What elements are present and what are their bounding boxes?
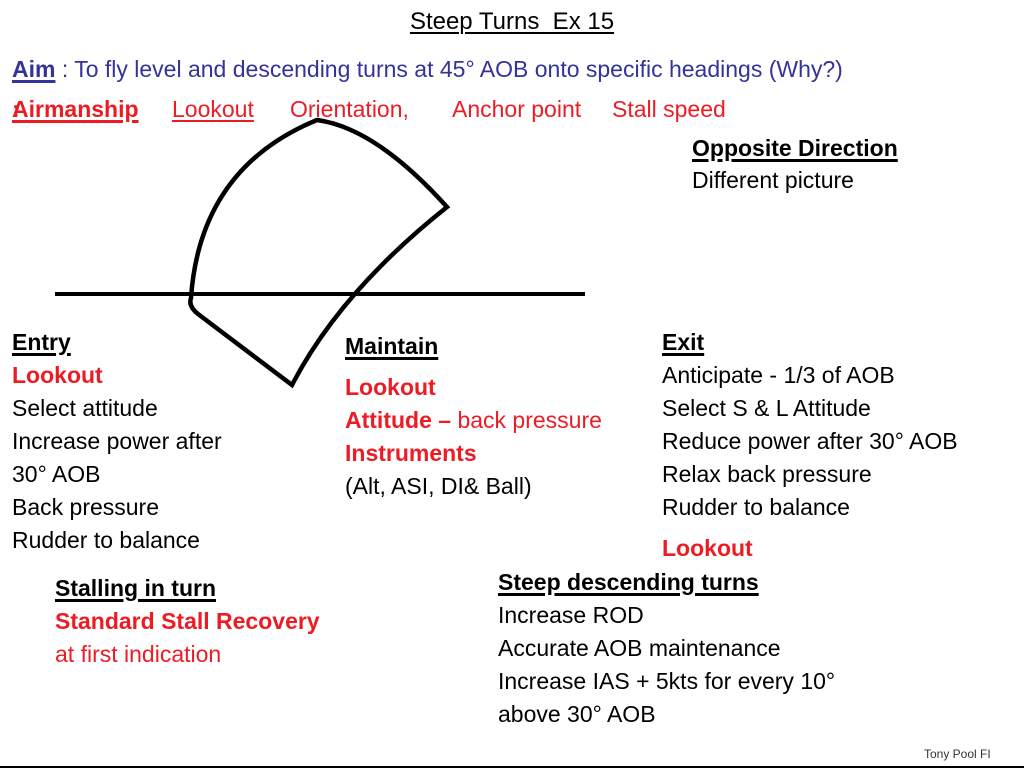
author-credit: Tony Pool FI [924,747,991,761]
opposite-direction-heading: Opposite Direction [692,135,898,161]
maintain-attitude-detail: back pressure [457,407,602,433]
steep-descending-note: Steep descending turns Increase ROD Accu… [498,566,848,731]
exit-item: Relax back pressure [662,461,872,487]
opposite-direction-note: Opposite Direction Different picture [692,132,898,196]
page-title: Steep Turns Ex 15 [0,8,1024,36]
descending-item: Increase IAS + 5kts for every 10° above … [498,668,836,727]
airmanship-item-stall-speed: Stall speed [612,96,726,122]
page-title-text: Steep Turns Ex 15 [409,8,615,35]
airmanship-colon: : [12,96,20,122]
exit-column: Exit Anticipate - 1/3 of AOB Select S & … [662,326,1024,565]
entry-item: Select attitude [12,395,158,421]
stalling-heading: Stalling in turn [55,575,216,601]
airmanship-item-lookout: Lookout [172,96,254,122]
descending-heading: Steep descending turns [498,569,759,595]
aim-text: : To fly level and descending turns at 4… [55,56,843,82]
airmanship-label: Airmanship [12,96,139,122]
maintain-column: Maintain Lookout Attitude – back pressur… [345,330,645,503]
maintain-lookout: Lookout [345,374,436,400]
entry-heading: Entry [12,329,71,355]
maintain-instruments-note: (Alt, ASI, DI& Ball) [345,473,532,499]
entry-lookout: Lookout [12,362,103,388]
stalling-note: Stalling in turn Standard Stall Recovery… [55,572,395,671]
entry-item: Rudder to balance [12,527,200,553]
exit-lookout: Lookout [662,535,753,561]
descending-item: Accurate AOB maintenance [498,635,781,661]
stalling-line2: at first indication [55,641,222,667]
exit-item: Anticipate - 1/3 of AOB [662,362,895,388]
maintain-attitude-label: Attitude – [345,407,458,433]
stalling-line1: Standard Stall Recovery [55,608,320,634]
aim-line: Aim : To fly level and descending turns … [12,55,1012,83]
exit-item: Select S & L Attitude [662,395,871,421]
airmanship-item-anchor-point: Anchor point [452,96,582,122]
exit-item: Rudder to balance [662,494,850,520]
maintain-heading: Maintain [345,333,439,359]
entry-item: Increase power after 30° AOB [12,428,222,487]
opposite-direction-sub: Different picture [692,167,854,193]
slide-bottom-border [0,766,1024,768]
airmanship-item-orientation: Orientation, [290,96,409,122]
exit-heading: Exit [662,329,705,355]
maintain-attitude: Attitude – back pressure [345,404,645,437]
aim-label: Aim [12,56,56,82]
entry-column: Entry Lookout Select attitude Increase p… [12,326,262,557]
exit-item: Reduce power after 30° AOB [662,428,958,454]
maintain-instruments: Instruments [345,440,477,466]
airmanship-line: Airmanship: Lookout Orientation, Anchor … [0,95,1024,125]
descending-item: Increase ROD [498,602,644,628]
entry-item: Back pressure [12,494,160,520]
